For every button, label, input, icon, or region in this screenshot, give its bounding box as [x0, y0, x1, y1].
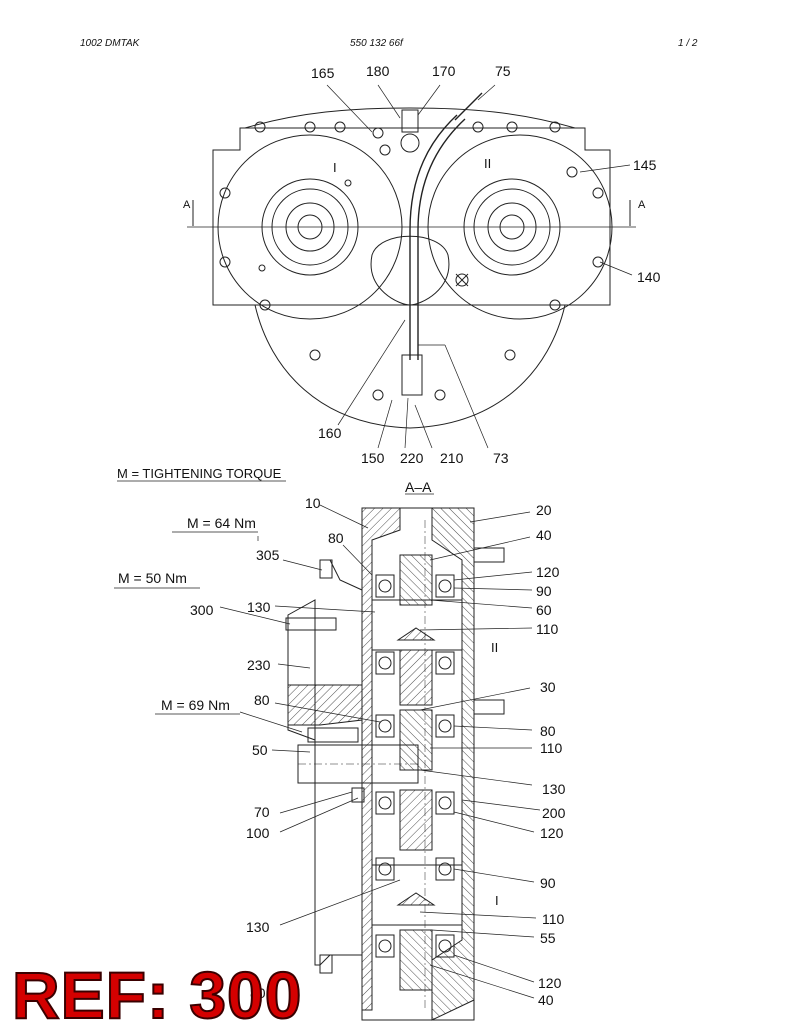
housing-section-right-wall [431, 507, 475, 1021]
callout-40-a: 40 [536, 527, 552, 543]
housing-top-arc [244, 107, 576, 129]
callout-70: 70 [254, 804, 270, 820]
callout-305: 305 [256, 547, 280, 563]
oil-pipe [409, 114, 458, 360]
callout-150: 150 [361, 450, 385, 466]
section-labels: M = TIGHTENING TORQUE A–A M = 64 Nm M = … [117, 466, 566, 1008]
callout-110-c: 110 [542, 911, 565, 927]
tightening-torque-note: M = TIGHTENING TORQUE [117, 466, 282, 481]
callout-80-c: 80 [250, 985, 266, 1001]
cover-plate [285, 617, 337, 631]
callout-120-b: 120 [540, 825, 564, 841]
callout-80-b: 80 [254, 692, 270, 708]
callout-160: 160 [318, 425, 342, 441]
callout-110-b: 110 [540, 740, 563, 756]
callout-165: 165 [311, 65, 335, 81]
input-flange-section [287, 684, 363, 726]
section-title: A–A [405, 479, 432, 495]
header-part-number: 550 132 66f [350, 38, 403, 49]
section-mark-left: A [183, 199, 191, 211]
section-view [114, 480, 541, 1021]
ref-stamp: REF: 300 [11, 958, 303, 1032]
section-leaders-left [219, 504, 401, 926]
torque-69: M = 69 Nm [161, 697, 230, 713]
header-doc-code: 1002 DMTAK [80, 38, 140, 49]
center-lobe [370, 235, 450, 306]
callout-200: 200 [542, 805, 566, 821]
breather-plug [401, 109, 419, 133]
callout-230: 230 [247, 657, 271, 673]
output-shaft-ii-stub [473, 547, 505, 563]
shaft-label-ii: II [484, 156, 491, 171]
callout-73: 73 [493, 450, 509, 466]
callout-140: 140 [637, 269, 661, 285]
callout-60: 60 [536, 602, 552, 618]
cover-lug [319, 559, 333, 579]
callout-220: 220 [400, 450, 424, 466]
section-shaft-label-i: I [495, 893, 499, 908]
gear-stack [371, 554, 463, 991]
callout-10: 10 [305, 495, 321, 511]
oil-pipe-inner-wall [417, 118, 466, 360]
top-view [187, 84, 636, 449]
section-shaft-label-ii: II [491, 640, 498, 655]
torque-50: M = 50 Nm [118, 570, 187, 586]
housing-body-outline [254, 304, 566, 429]
section-leaders-right [419, 511, 541, 999]
callout-50: 50 [252, 742, 268, 758]
callout-80-a: 80 [328, 530, 344, 546]
callout-120-a: 120 [536, 564, 560, 580]
callout-170: 170 [432, 63, 456, 79]
callout-40-b: 40 [538, 992, 554, 1008]
bottom-lug [319, 954, 333, 974]
housing-bolts [219, 121, 604, 401]
callout-55: 55 [540, 930, 556, 946]
callout-90-b: 90 [540, 875, 556, 891]
section-mark-right: A [638, 199, 646, 211]
callout-20: 20 [536, 502, 552, 518]
callout-130-a: 130 [247, 599, 271, 615]
callout-75: 75 [495, 63, 511, 79]
drain-mark-cross-b [455, 273, 469, 287]
bearings [375, 574, 455, 958]
callout-145: 145 [633, 157, 657, 173]
callout-90-a: 90 [536, 583, 552, 599]
callout-120-c: 120 [538, 975, 562, 991]
top-view-leaders [326, 84, 633, 449]
callout-100: 100 [246, 825, 270, 841]
top-view-labels: A A I II 165 180 170 75 145 140 160 150 … [183, 63, 661, 466]
callout-110-a: 110 [536, 621, 559, 637]
drain-mark [455, 273, 469, 287]
output-key-stub [473, 699, 505, 715]
callout-130-b: 130 [246, 919, 270, 935]
callout-30: 30 [540, 679, 556, 695]
callout-180: 180 [366, 63, 390, 79]
pipe-fitting [454, 92, 483, 121]
pipe-coupling [401, 354, 423, 396]
header-page-number: 1 / 2 [678, 38, 698, 49]
callout-210: 210 [440, 450, 464, 466]
callout-300: 300 [190, 602, 214, 618]
breather-body [400, 133, 420, 153]
callout-130-c: 130 [542, 781, 566, 797]
shaft-seal [307, 727, 359, 743]
callout-80-d: 80 [540, 723, 556, 739]
shaft-label-i: I [333, 160, 337, 175]
input-housing-outline [287, 559, 363, 966]
torque-64: M = 64 Nm [187, 515, 256, 531]
housing-flange-outline [212, 127, 611, 306]
shaft-seal-lower [351, 787, 365, 803]
